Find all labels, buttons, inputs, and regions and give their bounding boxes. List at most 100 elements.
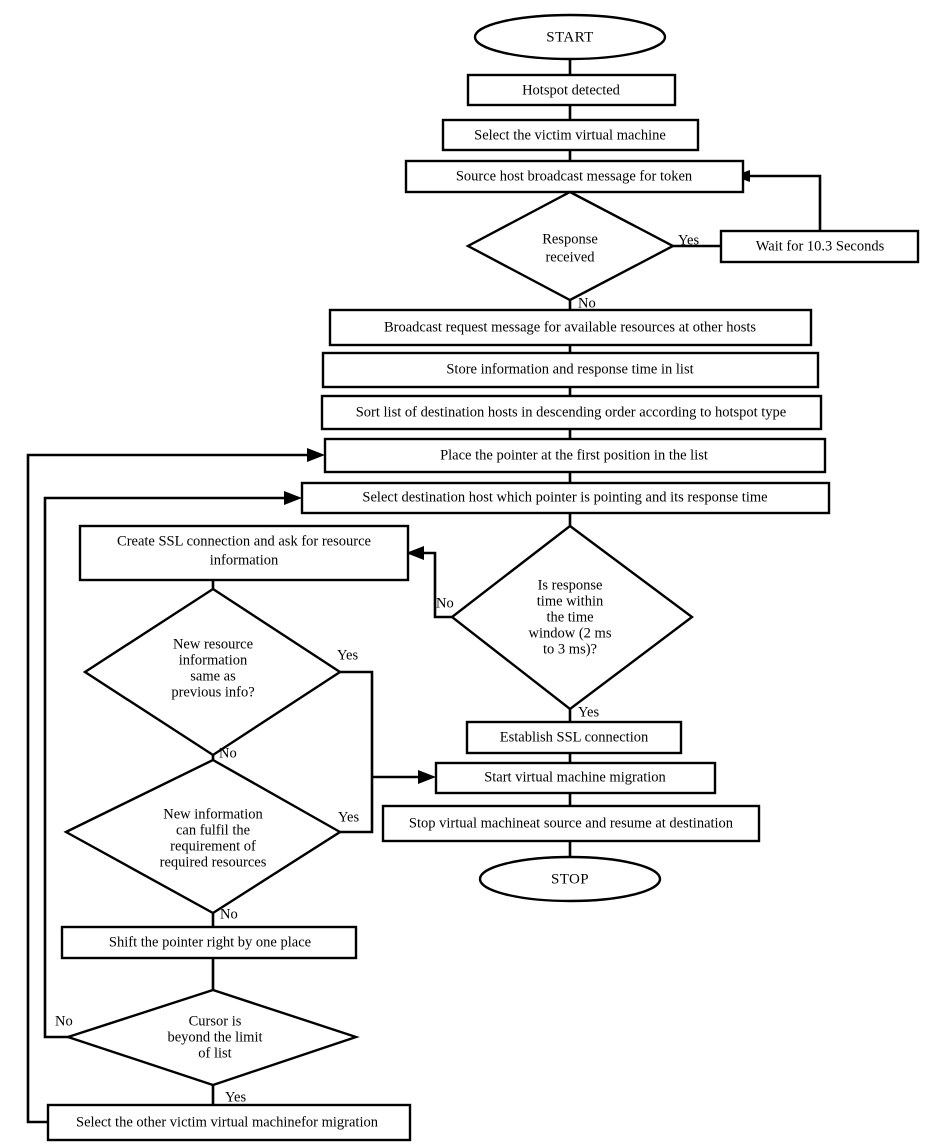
new-resource-same-diamond (82, 587, 343, 757)
response-time-window-label-line2: time within (537, 593, 604, 609)
node-select-destination-host[interactable]: Select destination host which pointer is… (300, 481, 831, 515)
edge-label-cursor-yes: Yes (225, 1089, 246, 1105)
broadcast-request-box (328, 308, 813, 347)
node-source-broadcast-token[interactable]: Source host broadcast message for token (404, 159, 745, 194)
node-wait-seconds[interactable]: Wait for 10.3 Seconds (719, 229, 920, 264)
node-response-time-window[interactable]: Is response time within the time window … (450, 524, 695, 711)
edge-label-resourcesame-no: No (219, 745, 237, 761)
response-time-window-label-line1: Is response (538, 577, 603, 593)
response-time-window-label-line5: to 3 ms)? (543, 641, 597, 657)
edge-label-response-no: No (578, 295, 596, 311)
select-other-victim-box (46, 1103, 412, 1142)
node-place-pointer[interactable]: Place the pointer at the first position … (323, 437, 827, 474)
cursor-beyond-limit-label-line2: beyond the limit (167, 1029, 262, 1045)
node-sort-list[interactable]: Sort list of destination hosts in descen… (320, 394, 823, 431)
node-select-other-victim[interactable]: Select the other victim virtual machinef… (46, 1103, 412, 1142)
create-ssl-label-line1: Create SSL connection and ask for resour… (117, 533, 371, 549)
broadcast-request-label: Broadcast request message for available … (384, 319, 756, 335)
node-new-resource-same[interactable]: New resource information same as previou… (82, 587, 343, 757)
node-new-info-fulfil[interactable]: New information can fulfil the requireme… (63, 758, 343, 915)
place-pointer-label: Place the pointer at the first position … (440, 447, 708, 463)
edge-fulfil-yes-rail (340, 777, 374, 834)
start-migration-box (434, 761, 717, 795)
node-cursor-beyond-limit[interactable]: Cursor is beyond the limit of list (64, 988, 360, 1087)
new-info-fulfil-label-line1: New information (163, 806, 263, 822)
create-ssl-box (78, 524, 410, 582)
sort-list-label: Sort list of destination hosts in descen… (356, 404, 787, 420)
node-start-migration[interactable]: Start virtual machine migration (434, 761, 717, 795)
new-resource-same-label-line2: information (179, 652, 248, 668)
new-info-fulfil-label-line4: required resources (160, 854, 267, 870)
edge-label-timewindow-no: No (436, 595, 454, 611)
start-label: START (546, 29, 593, 45)
stop-vm-label: Stop virtual machineat source and resume… (409, 815, 734, 831)
new-info-fulfil-label-line2: can fulfil the (176, 822, 250, 838)
new-resource-same-label-line1: New resource (173, 636, 253, 652)
start-migration-label: Start virtual machine migration (484, 769, 666, 785)
arrowhead-into-startmigration (418, 770, 436, 784)
edge-label-cursor-no: No (55, 1013, 73, 1029)
edge-label-fulfil-no: No (220, 906, 238, 922)
new-resource-same-label-line4: previous info? (171, 684, 254, 700)
edge-timewindow-no-to-createssl (421, 551, 452, 619)
store-information-label: Store information and response time in l… (446, 361, 693, 377)
sort-list-box (320, 394, 823, 431)
node-establish-ssl[interactable]: Establish SSL connection (465, 720, 683, 755)
node-start[interactable]: START (473, 13, 667, 61)
node-stop-vm[interactable]: Stop virtual machineat source and resume… (381, 804, 761, 843)
new-resource-same-label-line3: same as (190, 668, 236, 684)
cursor-beyond-limit-diamond (64, 988, 360, 1087)
arrowhead-into-createssl (406, 546, 424, 560)
shift-pointer-box (60, 925, 358, 960)
establish-ssl-label: Establish SSL connection (500, 729, 649, 745)
select-victim-vm-box (441, 118, 700, 152)
select-victim-vm-label: Select the victim virtual machine (474, 127, 666, 143)
stop-terminator-shape (478, 855, 662, 903)
response-time-window-diamond (450, 524, 695, 711)
hotspot-detected-box (466, 73, 677, 107)
node-shift-pointer[interactable]: Shift the pointer right by one place (60, 925, 358, 960)
new-info-fulfil-diamond (63, 758, 343, 915)
response-received-label-line1: Response (542, 231, 598, 247)
edge-label-response-yes: Yes (678, 232, 699, 248)
cursor-beyond-limit-label-line1: Cursor is (189, 1013, 242, 1029)
node-store-information[interactable]: Store information and response time in l… (321, 351, 820, 389)
stop-label: STOP (551, 871, 589, 887)
arrowhead-into-placepointer (307, 448, 325, 462)
hotspot-detected-label: Hotspot detected (522, 82, 621, 98)
arrowhead-into-selectdest (284, 491, 302, 505)
node-create-ssl[interactable]: Create SSL connection and ask for resour… (78, 524, 410, 582)
select-destination-host-label: Select destination host which pointer is… (362, 489, 767, 505)
node-broadcast-request[interactable]: Broadcast request message for available … (328, 308, 813, 347)
edge-resourcesame-yes-rail (340, 670, 374, 777)
node-hotspot-detected[interactable]: Hotspot detected (466, 73, 677, 107)
place-pointer-box (323, 437, 827, 474)
edge-label-timewindow-yes: Yes (578, 704, 599, 720)
stop-vm-box (381, 804, 761, 843)
node-stop[interactable]: STOP (478, 855, 662, 903)
edge-wait-to-sourcebroadcast (744, 174, 822, 232)
response-received-diamond (465, 190, 676, 302)
response-time-window-label-line4: window (2 ms (529, 625, 612, 641)
edge-label-resourcesame-yes: Yes (337, 647, 358, 663)
new-info-fulfil-label-line3: requirement of (170, 838, 256, 854)
create-ssl-label-line2: information (210, 552, 279, 568)
node-select-victim-vm[interactable]: Select the victim virtual machine (441, 118, 700, 152)
cursor-beyond-limit-label-line3: of list (198, 1045, 231, 1061)
source-broadcast-token-box (404, 159, 745, 194)
node-response-received[interactable]: Response received (465, 190, 676, 302)
response-received-label-line2: received (545, 249, 595, 265)
response-time-window-label-line3: the time (546, 609, 593, 625)
select-destination-host-box (300, 481, 831, 515)
edge-selectothervictim-loop (26, 453, 311, 1124)
establish-ssl-box (465, 720, 683, 755)
start-terminator-shape (473, 13, 667, 61)
select-other-victim-label: Select the other victim virtual machinef… (76, 1114, 379, 1130)
connector-layer (26, 59, 822, 1124)
wait-seconds-box (719, 229, 920, 264)
shift-pointer-label: Shift the pointer right by one place (109, 934, 311, 950)
store-information-box (321, 351, 820, 389)
source-broadcast-token-label: Source host broadcast message for token (456, 168, 693, 184)
